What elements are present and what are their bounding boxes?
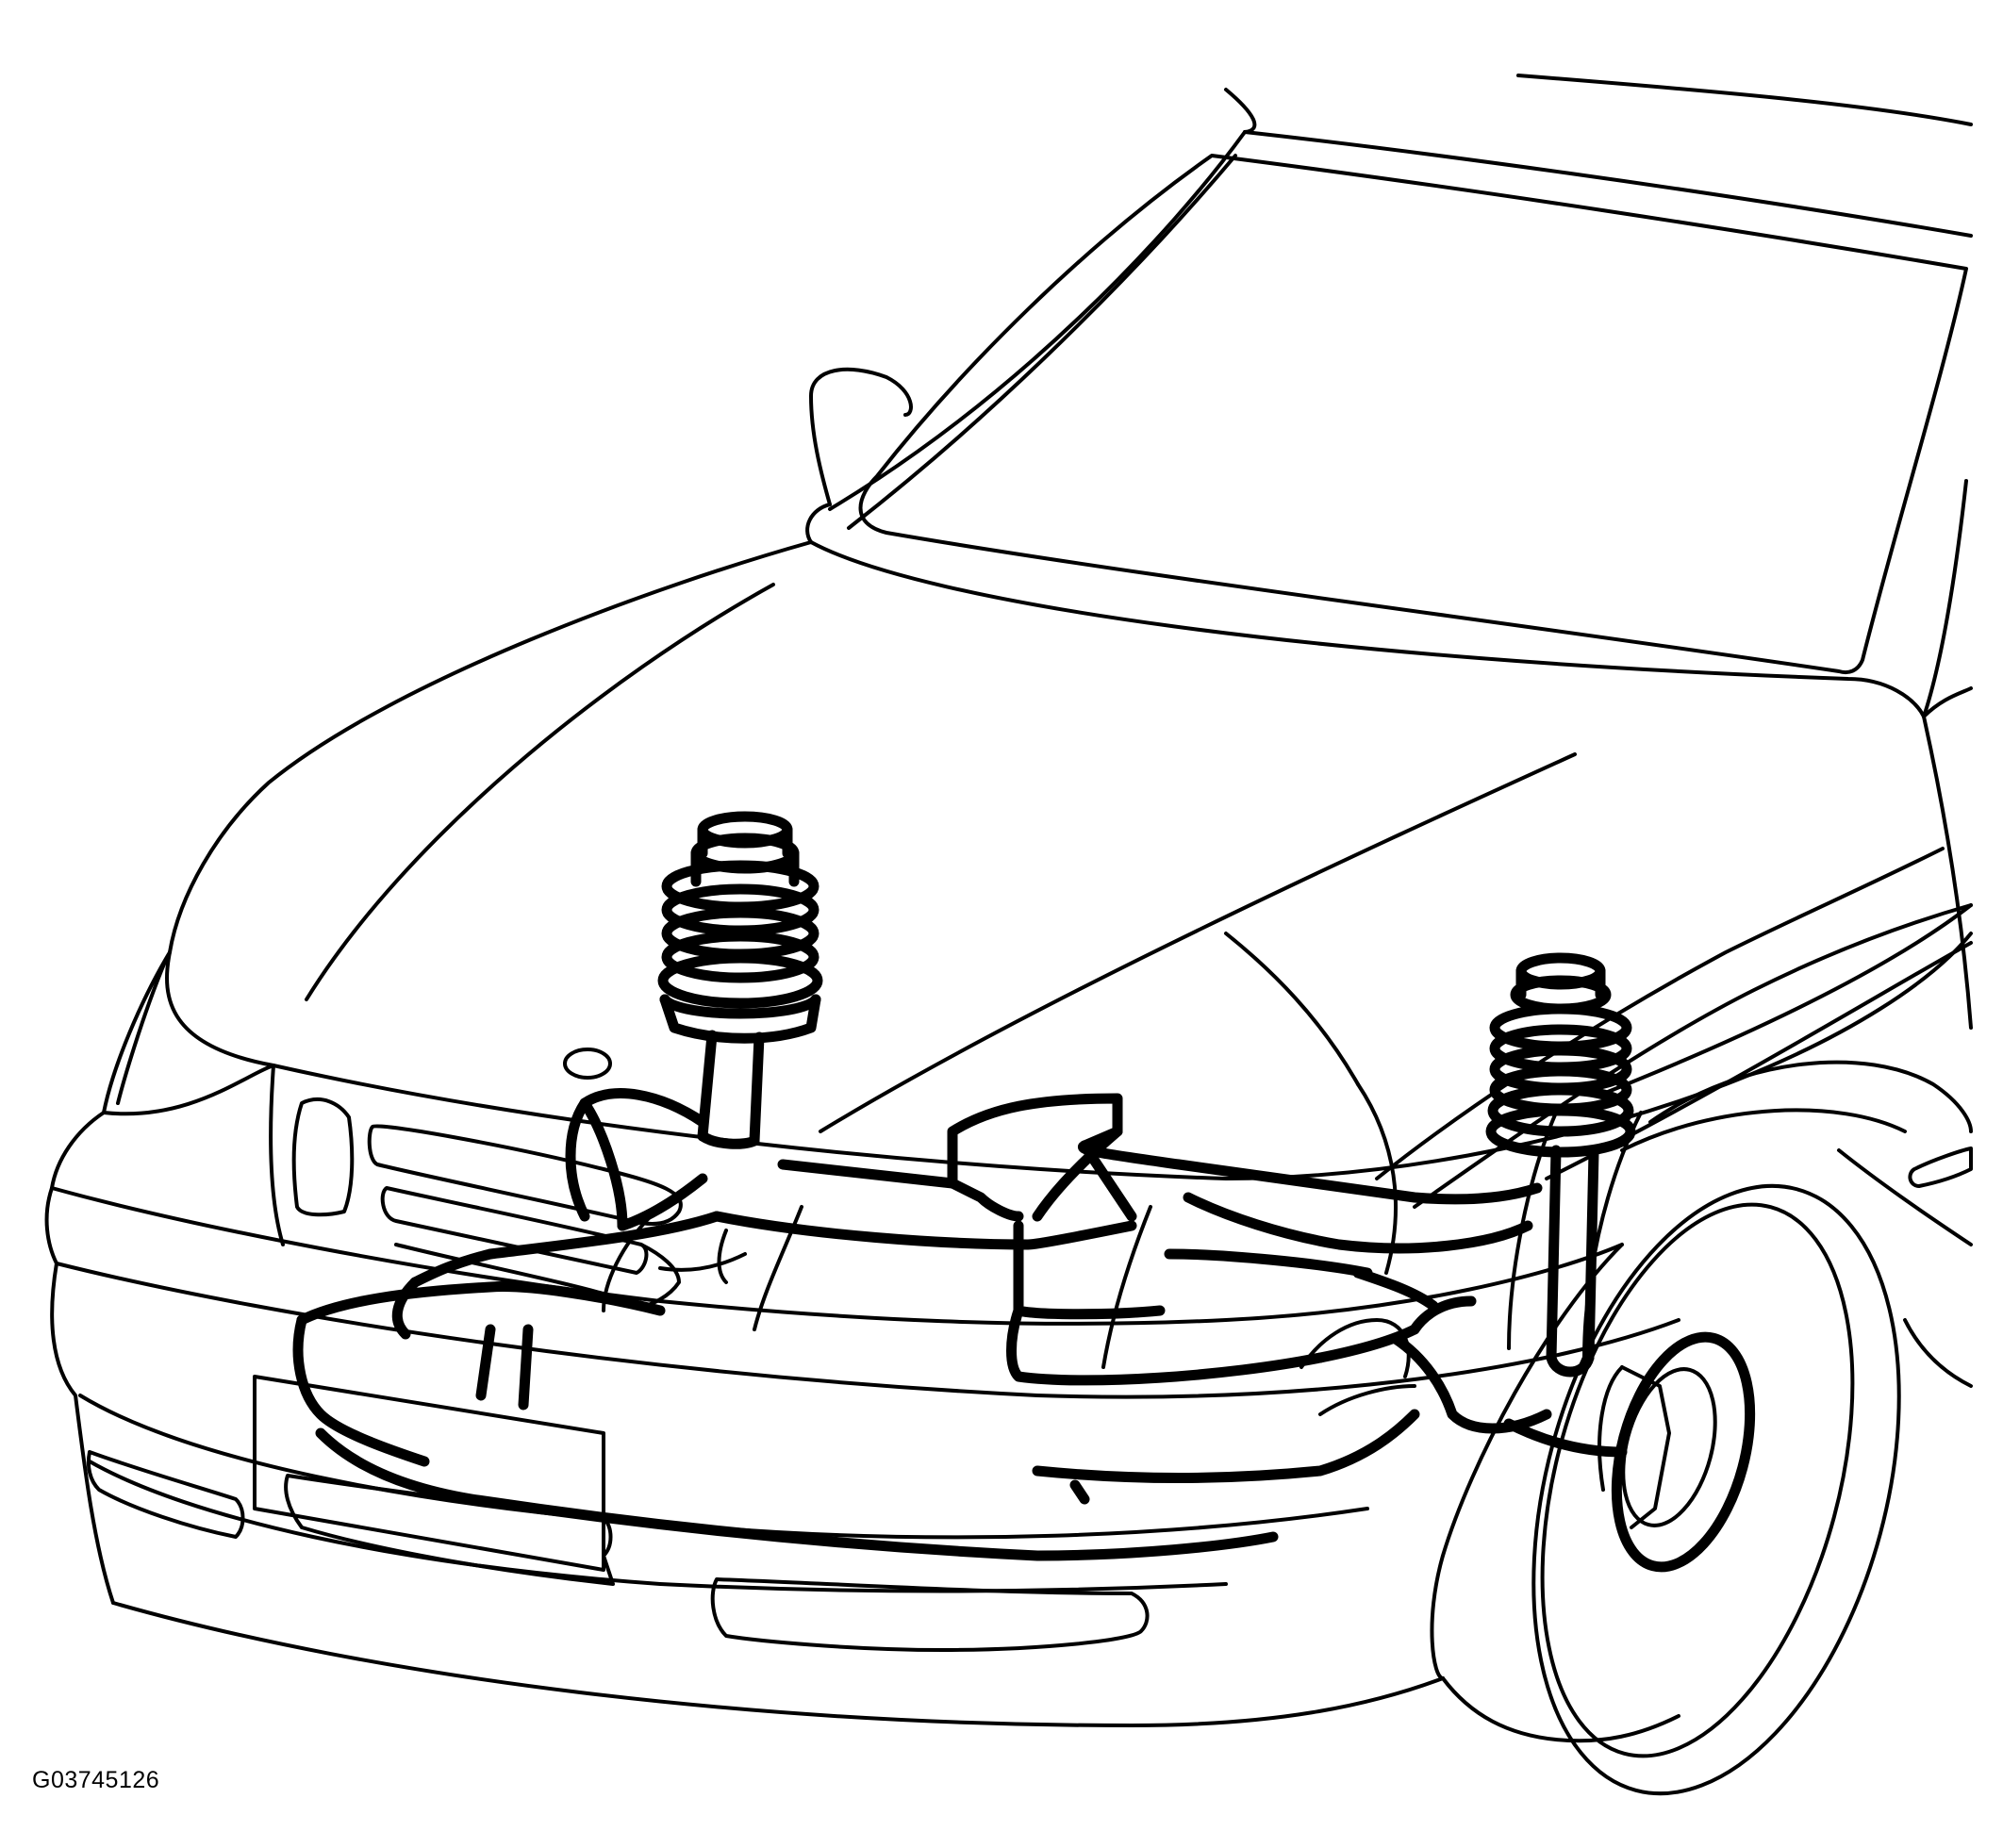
- front-subframe: [292, 1093, 1628, 1561]
- front-bumper: [44, 1111, 1680, 1743]
- right-front-wheel: [1531, 1183, 1901, 1796]
- left-strut-assembly: [475, 811, 823, 1411]
- body-overlay-lines: [602, 847, 1973, 1416]
- car-body: [102, 74, 1973, 1388]
- figure-id-label: G03745126: [32, 1767, 160, 1793]
